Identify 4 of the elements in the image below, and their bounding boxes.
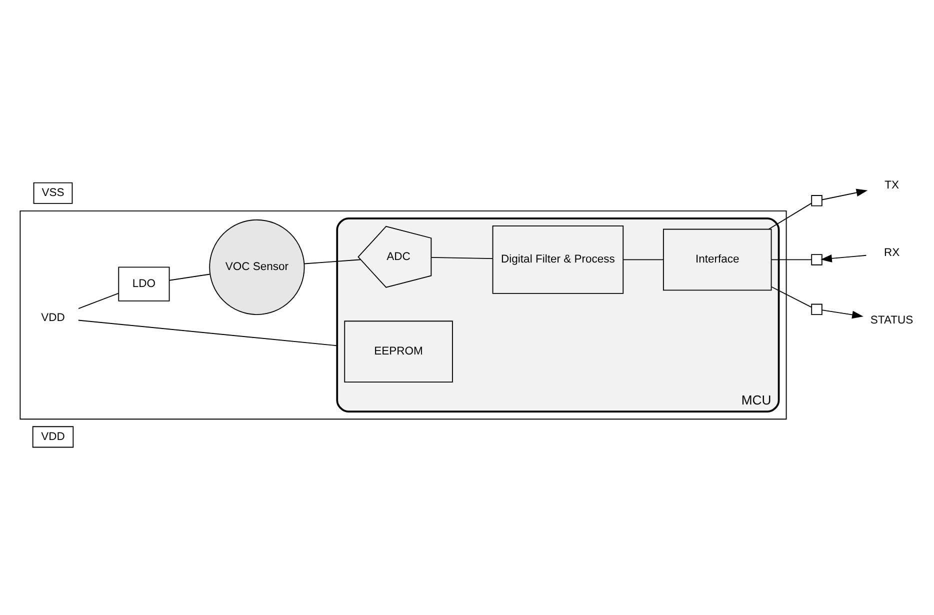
- node-text: TX: [884, 179, 899, 192]
- node-text: RX: [884, 246, 900, 259]
- node-text: VDD: [41, 311, 65, 324]
- node-text: STATUS: [870, 314, 914, 326]
